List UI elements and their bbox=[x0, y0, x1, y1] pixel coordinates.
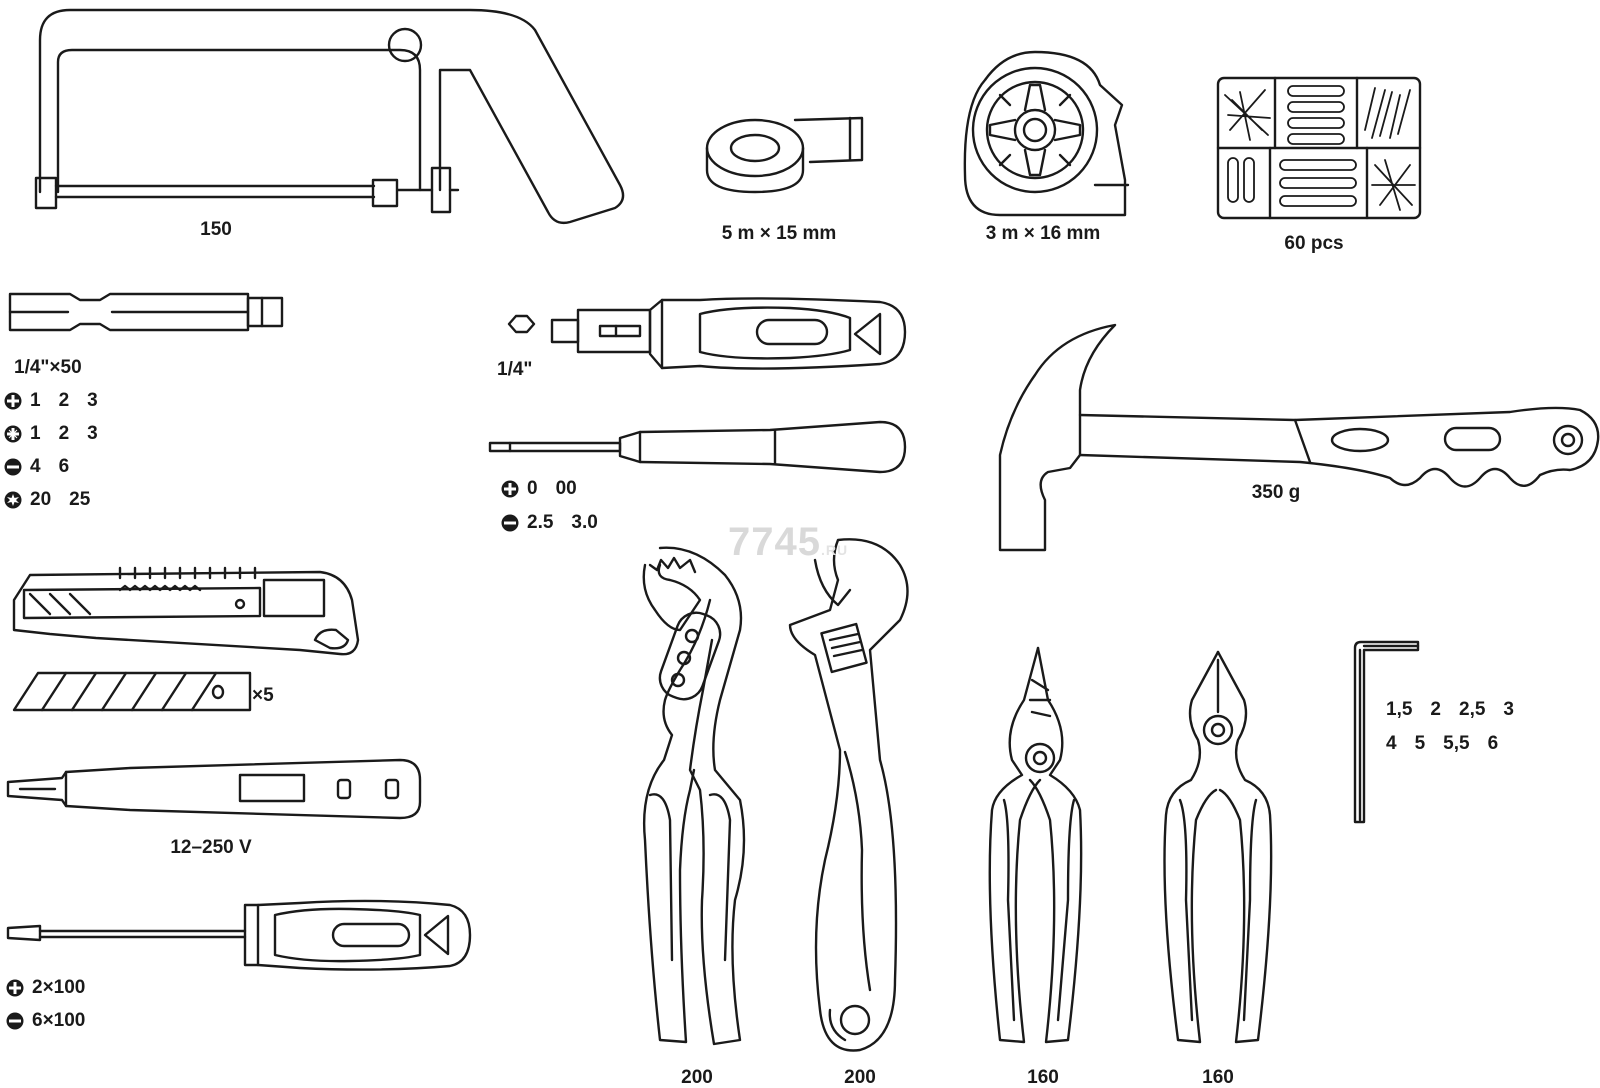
hammer-weight-label: 350 g bbox=[1251, 482, 1301, 503]
side-cutters-icon bbox=[1163, 650, 1273, 1044]
tape-measure-size-label: 3 m × 16 mm bbox=[985, 223, 1101, 244]
screwdriver-bit-icon bbox=[8, 292, 284, 332]
bit-holder-label: 1/4" bbox=[497, 359, 533, 380]
utility-knife-icon bbox=[12, 566, 360, 656]
slotted-icon bbox=[6, 1012, 24, 1029]
bit-holder-screwdriver-icon bbox=[507, 297, 907, 370]
tape-measure-icon bbox=[963, 50, 1130, 217]
water-pump-pliers-icon bbox=[642, 546, 746, 1046]
organizer-box-icon bbox=[1216, 76, 1422, 220]
slotted-icon bbox=[501, 514, 519, 531]
screwdriver-row-phillips: 2×100 bbox=[6, 978, 85, 997]
voltage-tester-icon bbox=[6, 758, 422, 820]
combination-pliers-size-label: 160 bbox=[1027, 1067, 1059, 1088]
phillips-icon bbox=[501, 480, 519, 497]
phillips-icon bbox=[4, 392, 22, 409]
phillips-icon bbox=[6, 979, 24, 996]
claw-hammer-icon bbox=[998, 323, 1600, 552]
adjustable-wrench-icon bbox=[788, 538, 909, 1052]
hex-key-icon bbox=[1353, 640, 1420, 824]
watermark: 7745.RU bbox=[728, 520, 849, 564]
precision-screwdriver-icon bbox=[488, 420, 907, 474]
blades-count-label: ×5 bbox=[252, 685, 274, 706]
slotted-icon bbox=[4, 458, 22, 475]
pozidriv-icon bbox=[4, 425, 22, 442]
organizer-count-label: 60 pcs bbox=[1284, 233, 1344, 254]
side-cutters-size-label: 160 bbox=[1202, 1067, 1234, 1088]
screwdriver-row-slotted: 6×100 bbox=[6, 1011, 85, 1030]
water-pump-pliers-size-label: 200 bbox=[681, 1067, 713, 1088]
tape-roll-icon bbox=[705, 116, 864, 194]
combination-pliers-icon bbox=[988, 646, 1083, 1044]
spare-blades-icon bbox=[12, 671, 252, 712]
hacksaw-icon bbox=[34, 8, 625, 225]
bit-size-label: 1/4"×50 bbox=[14, 357, 82, 378]
voltage-range-label: 12–250 V bbox=[170, 837, 252, 858]
tape-size-label: 5 m × 15 mm bbox=[721, 223, 837, 244]
hacksaw-size-label: 150 bbox=[200, 219, 232, 240]
adjustable-wrench-size-label: 200 bbox=[844, 1067, 876, 1088]
torx-icon bbox=[4, 491, 22, 508]
screwdriver-icon bbox=[6, 899, 472, 971]
